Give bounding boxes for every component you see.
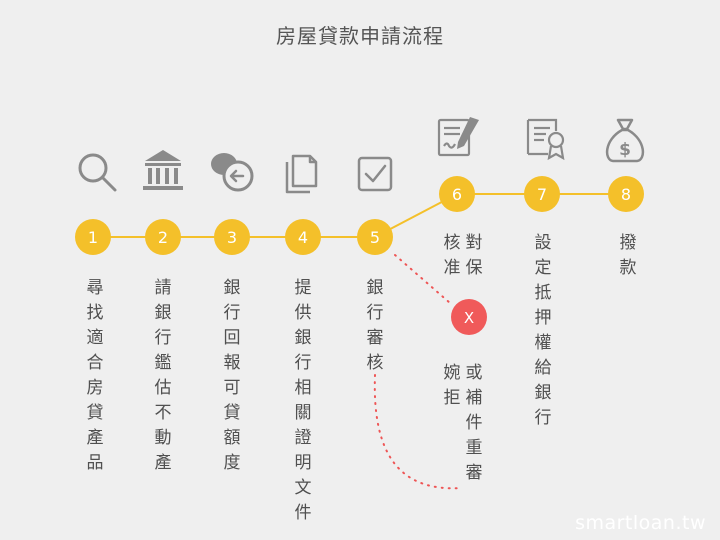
page-title: 房屋貸款申請流程	[276, 24, 444, 48]
reject-path-line	[394, 254, 451, 304]
step-node-2: 2	[145, 219, 181, 255]
step-number-3: 3	[227, 228, 237, 247]
step-label-6-left: 核准	[443, 233, 461, 278]
step-node-4: 4	[285, 219, 321, 255]
certificate-icon	[526, 118, 565, 161]
chat-reply-icon	[211, 153, 254, 192]
watermark: smartloan.tw	[575, 512, 706, 534]
step-node-7: 7	[524, 176, 560, 212]
search-icon	[78, 153, 117, 192]
money-bag-icon: $	[605, 118, 645, 163]
documents-icon	[285, 154, 318, 194]
step-number-4: 4	[298, 228, 308, 247]
step-number-7: 7	[537, 185, 547, 204]
checkbox-icon	[357, 156, 393, 192]
step-node-8: 8	[608, 176, 644, 212]
step-number-1: 1	[88, 228, 98, 247]
reject-label-right: 或補件重審	[465, 363, 483, 483]
signed-contract-icon	[437, 117, 479, 157]
step-label-1: 尋找適合房貸產品	[86, 278, 104, 473]
step-node-6: 6	[439, 176, 475, 212]
resubmit-path-line	[373, 374, 463, 490]
reject-mark: X	[464, 309, 474, 327]
bank-icon	[143, 150, 183, 190]
step-number-8: 8	[621, 185, 631, 204]
step-number-5: 5	[370, 228, 380, 247]
step-label-8: 撥款	[619, 233, 637, 278]
svg-text:$: $	[619, 140, 631, 160]
step-node-3: 3	[214, 219, 250, 255]
step-label-6-right: 對保	[465, 233, 483, 278]
reject-label-left: 婉拒	[443, 363, 461, 408]
step-node-1: 1	[75, 219, 111, 255]
step-number-6: 6	[452, 185, 462, 204]
step-number-2: 2	[158, 228, 168, 247]
step-node-5: 5	[357, 219, 393, 255]
step-label-2: 請銀行鑑估不動產	[154, 278, 172, 473]
step-label-4: 提供銀行相關證明文件	[294, 278, 312, 523]
step-label-3: 銀行回報可貸額度	[223, 278, 241, 473]
step-label-5: 銀行審核	[366, 278, 384, 373]
step-label-7: 設定抵押權給銀行	[534, 233, 552, 428]
reject-node: X	[451, 299, 487, 335]
